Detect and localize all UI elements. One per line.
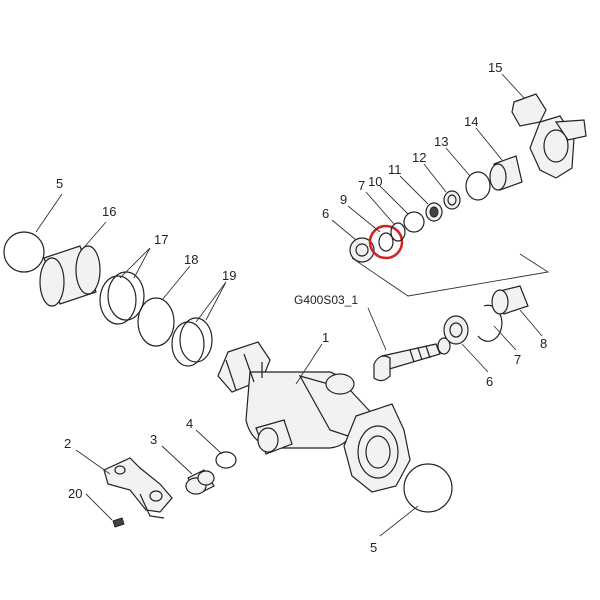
callout-19: 19 bbox=[222, 268, 236, 283]
callout-6-lower: 6 bbox=[486, 374, 493, 389]
callout-subassembly: G400S03_1 bbox=[294, 293, 358, 307]
part-15-yoke[interactable] bbox=[511, 93, 587, 179]
callout-9: 9 bbox=[340, 192, 347, 207]
part-14-bushing[interactable] bbox=[489, 155, 523, 191]
part-20-bolt[interactable] bbox=[112, 517, 125, 528]
part-5-oring-left[interactable] bbox=[3, 231, 45, 273]
part-5-oring-right[interactable] bbox=[403, 463, 453, 513]
callout-13: 13 bbox=[434, 134, 448, 149]
callout-14: 14 bbox=[464, 114, 478, 129]
callout-11: 11 bbox=[388, 162, 402, 177]
part-10-washer[interactable] bbox=[403, 211, 425, 233]
callout-17: 17 bbox=[154, 232, 168, 247]
subassembly-bracket-lines bbox=[351, 253, 550, 297]
part-1-housing[interactable] bbox=[217, 341, 411, 493]
part-12-nut[interactable] bbox=[443, 190, 461, 210]
part-16-bushing[interactable] bbox=[39, 245, 101, 307]
part-6-bearing-lower[interactable] bbox=[443, 315, 469, 345]
part-13-ring[interactable] bbox=[465, 171, 491, 201]
part-3-bushing[interactable] bbox=[185, 469, 215, 495]
part-6-bearing-upper[interactable] bbox=[349, 237, 375, 263]
part-9-ring-highlighted[interactable] bbox=[368, 224, 404, 260]
part-2-bracket[interactable] bbox=[103, 457, 173, 519]
callout-7-lower: 7 bbox=[514, 352, 521, 367]
callout-15: 15 bbox=[488, 60, 502, 75]
part-18-ring[interactable] bbox=[137, 297, 175, 347]
callout-7-upper: 7 bbox=[358, 178, 365, 193]
callout-18: 18 bbox=[184, 252, 198, 267]
callout-5-left: 5 bbox=[56, 176, 63, 191]
callout-labels: 1 2 3 4 5 5 6 6 7 7 8 9 10 11 12 13 14 1… bbox=[56, 60, 547, 555]
callout-16: 16 bbox=[102, 204, 116, 219]
callout-10: 10 bbox=[368, 174, 382, 189]
callout-8: 8 bbox=[540, 336, 547, 351]
part-19-rings[interactable] bbox=[171, 317, 213, 367]
callout-3: 3 bbox=[150, 432, 157, 447]
callout-1: 1 bbox=[322, 330, 329, 345]
callout-4: 4 bbox=[186, 416, 193, 431]
callout-6-upper: 6 bbox=[322, 206, 329, 221]
part-11-seal[interactable] bbox=[425, 202, 443, 222]
part-17-rings[interactable] bbox=[99, 271, 145, 325]
part-8-sleeve[interactable] bbox=[491, 285, 529, 315]
part-7-snap-ring-upper[interactable] bbox=[390, 222, 406, 242]
leader-lines bbox=[35, 73, 543, 537]
shaft-subassembly[interactable] bbox=[373, 337, 451, 382]
callout-5-right: 5 bbox=[370, 540, 377, 555]
callout-20: 20 bbox=[68, 486, 82, 501]
callout-12: 12 bbox=[412, 150, 426, 165]
highlight-circle bbox=[368, 224, 404, 260]
part-4-ring[interactable] bbox=[215, 451, 237, 469]
callout-2: 2 bbox=[64, 436, 71, 451]
